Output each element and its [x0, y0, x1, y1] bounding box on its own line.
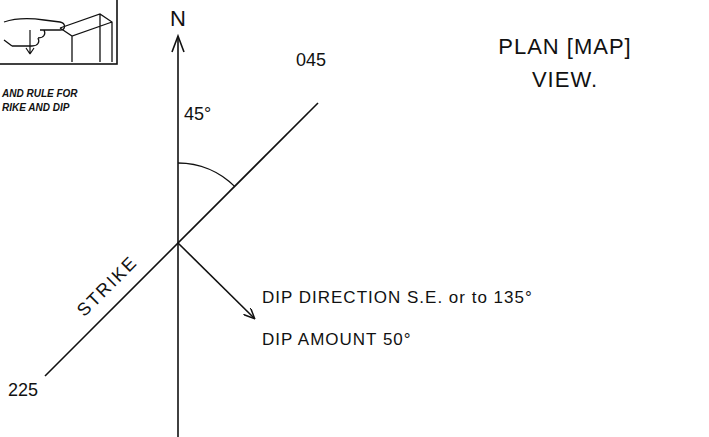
dip-direction-label: DIP DIRECTION S.E. or to 135°: [262, 288, 533, 308]
bearing-label: 045: [296, 50, 326, 71]
dip-arrow: [178, 243, 254, 318]
north-line: [177, 38, 179, 437]
north-label: N: [170, 6, 186, 31]
north-arrowhead: [172, 36, 184, 52]
hand-rule-inset: [0, 0, 117, 64]
diagram-title: PLAN [MAP] VIEW.: [490, 30, 640, 96]
dip-amount-label: DIP AMOUNT 50°: [262, 330, 412, 350]
strike-label: STRIKE: [73, 251, 142, 320]
inset-caption: RIKE AND DIP: [2, 102, 69, 114]
inset-caption: AND RULE FOR: [2, 88, 78, 100]
angle-arc: [178, 163, 235, 186]
bearing-label: 225: [8, 380, 38, 401]
angle-label: 45°: [184, 104, 211, 125]
